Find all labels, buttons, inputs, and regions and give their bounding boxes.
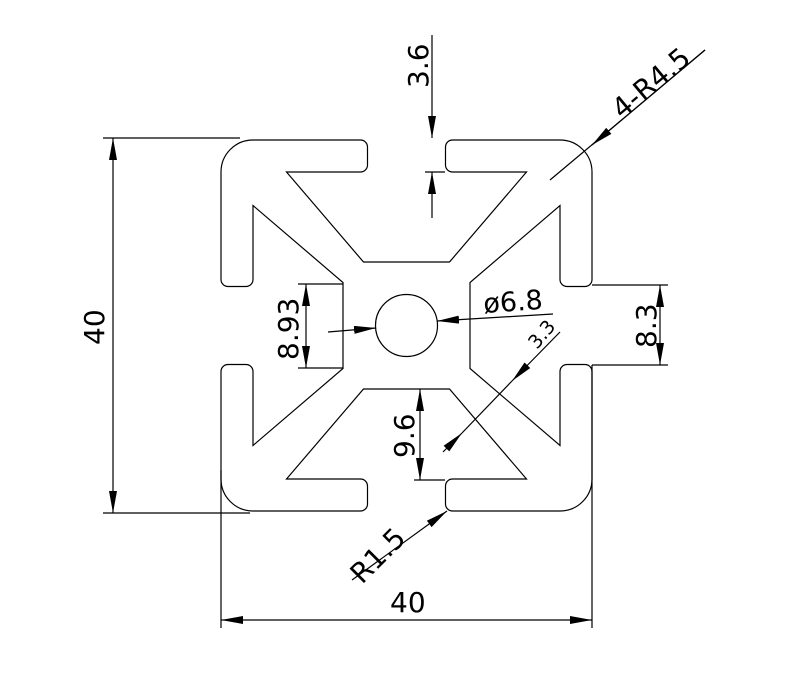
dim-label-center-hole: ø6.8 <box>482 285 543 320</box>
dim-label-slot-width: 8.3 <box>630 303 663 348</box>
dimension-center-hole: ø6.8 <box>327 285 554 334</box>
center-hole <box>374 293 439 358</box>
dim-label-slot-inner-width: 8.93 <box>272 298 305 360</box>
dim-label-corner-radius: 4-R4.5 <box>605 41 697 125</box>
dim-label-height: 40 <box>78 309 111 345</box>
dim-label-fillet-radius: R1.5 <box>344 521 413 590</box>
dim-label-slot-depth: 3.6 <box>402 43 435 88</box>
dim-label-web-thickness: 3.3 <box>524 316 560 353</box>
dimension-height: 40 <box>78 137 250 514</box>
dim-label-cavity-depth: 9.6 <box>388 413 421 458</box>
dimension-cavity-depth: 9.6 <box>388 389 445 481</box>
dim-label-width: 40 <box>390 586 426 619</box>
extrusion-profile-outline <box>220 139 593 512</box>
dimension-slot-width: 8.3 <box>592 284 668 366</box>
dimension-slot-inner-width: 8.93 <box>272 283 343 369</box>
dimension-width: 40 <box>220 365 593 628</box>
dimension-fillet-radius: R1.5 <box>344 510 448 590</box>
dimension-slot-depth: 3.6 <box>402 35 445 218</box>
